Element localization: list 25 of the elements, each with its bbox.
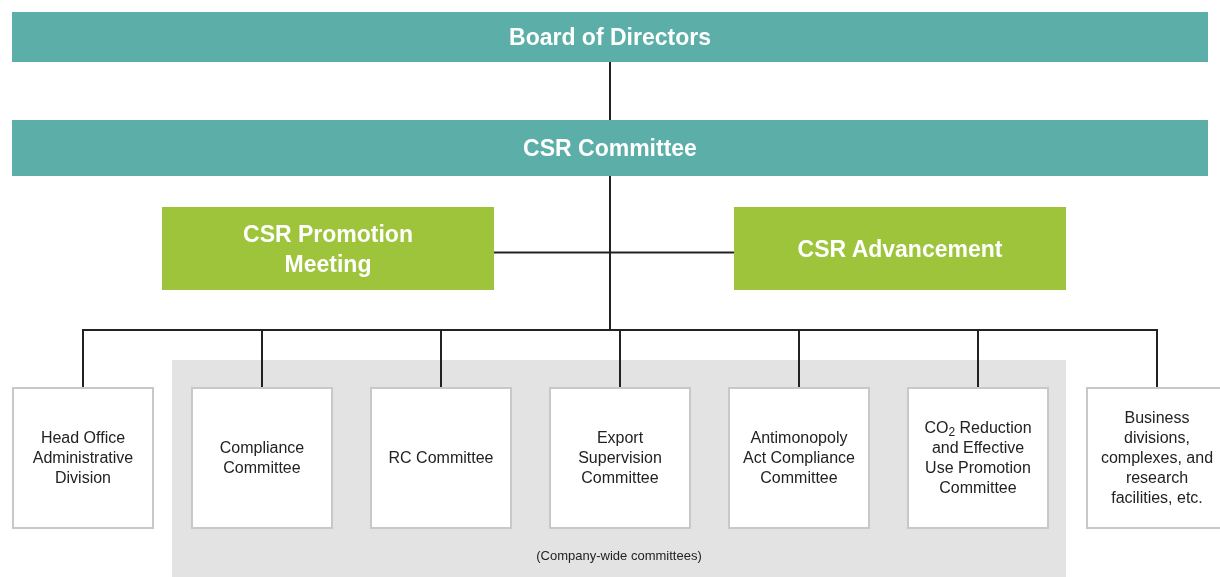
org-box bbox=[1086, 387, 1220, 529]
node-label: Business divisions, complexes, and research facilities, etc. bbox=[1100, 408, 1214, 508]
node-label: CSR Promotion Meeting bbox=[242, 219, 414, 279]
node-label: CSR Advancement bbox=[797, 234, 1003, 264]
connector-line bbox=[609, 61, 611, 121]
node-label: CSR Committee bbox=[523, 133, 697, 163]
org-box bbox=[728, 387, 870, 529]
node-label: Export Supervision Committee bbox=[577, 428, 663, 488]
node-label: Compliance Committee bbox=[218, 438, 306, 478]
node-label: RC Committee bbox=[388, 448, 494, 468]
node-label: CO$_{2}$ Reduction and Effective Use Promotion Committee bbox=[923, 418, 1033, 498]
org-box bbox=[191, 387, 333, 529]
node-label: (Company-wide committees) bbox=[536, 546, 702, 565]
org-box bbox=[12, 387, 154, 529]
header-box bbox=[12, 120, 1208, 176]
header-box bbox=[12, 12, 1208, 62]
node-label: Head Office Administrative Division bbox=[31, 428, 135, 488]
group-band bbox=[172, 360, 1066, 577]
committee-box bbox=[162, 207, 494, 290]
org-box bbox=[549, 387, 691, 529]
org-box bbox=[370, 387, 512, 529]
committee-box bbox=[734, 207, 1066, 290]
node-label: Antimonopoly Act Compliance Committee bbox=[742, 428, 856, 488]
org-box bbox=[907, 387, 1049, 529]
node-label: Board of Directors bbox=[509, 22, 711, 52]
